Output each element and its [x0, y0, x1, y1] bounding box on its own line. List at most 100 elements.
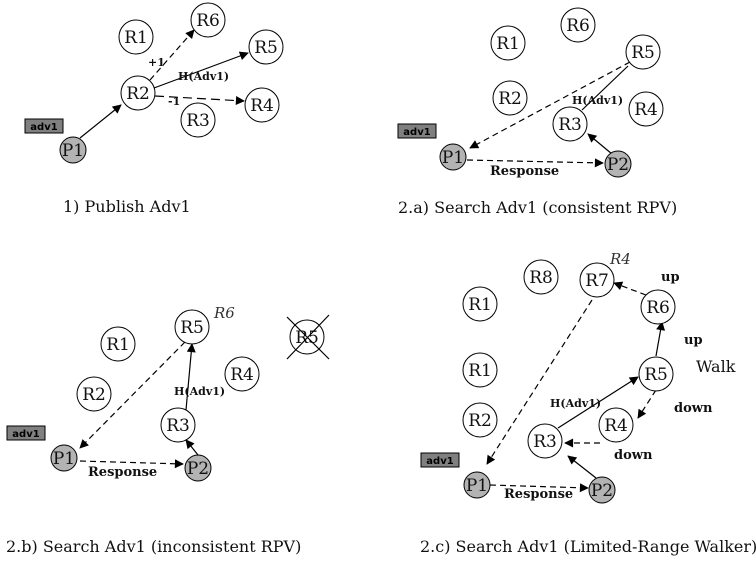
edge-response — [79, 459, 184, 469]
response-label: Response — [490, 164, 559, 179]
edge-r2-r4 — [154, 95, 245, 106]
adv-box — [6, 425, 46, 441]
adv-box — [24, 118, 64, 134]
response-label: Response — [88, 465, 157, 480]
node-p1 — [50, 444, 78, 472]
edge-p1-r5 — [469, 61, 631, 149]
edge-r3-r5 — [557, 376, 639, 429]
node-label: R5 — [631, 43, 655, 63]
caption-consistent: 2.a) Search Adv1 (consistent RPV) — [398, 198, 677, 217]
node-r6 — [640, 289, 676, 325]
panel-walker: R8 R7 R4 R6 R1 R1 R5 R2 R4 R3 P1 P2 adv1… — [420, 250, 756, 556]
r6-italic-label: R6 — [213, 304, 235, 322]
node-label: P2 — [591, 481, 613, 501]
node-label: R2 — [82, 385, 106, 405]
edge-response — [466, 158, 604, 168]
node-r5 — [174, 309, 210, 345]
r4-italic-label: R4 — [609, 250, 631, 268]
node-r6 — [560, 7, 596, 43]
node-label: R4 — [250, 96, 274, 116]
panel-consistent: R1 R6 R5 R2 R4 R3 P1 P2 adv1 H(Adv1) Res… — [397, 7, 677, 217]
node-label: R3 — [558, 115, 582, 135]
down-label: down — [614, 448, 653, 463]
node-label: R1 — [496, 34, 520, 54]
adv-label: adv1 — [426, 456, 453, 467]
node-label: R1 — [468, 361, 492, 381]
up-label: up — [684, 333, 703, 348]
node-label: R7 — [585, 271, 609, 291]
node-r4 — [224, 356, 260, 392]
node-label: P1 — [53, 449, 75, 469]
up-label: up — [661, 270, 680, 285]
edge-label-plus: +1 — [148, 56, 165, 69]
edge-r2-r6 — [149, 29, 195, 81]
node-label: R3 — [186, 111, 210, 131]
cross-line — [286, 316, 330, 360]
node-label: R6 — [566, 16, 590, 36]
node-label: R5 — [254, 38, 278, 58]
node-r3 — [160, 407, 196, 443]
node-label: R2 — [498, 89, 522, 109]
edge-r5-r4 — [637, 389, 657, 419]
caption-publish: 1) Publish Adv1 — [63, 197, 191, 216]
node-r1 — [100, 326, 136, 362]
node-p2 — [604, 150, 632, 178]
node-r8 — [523, 259, 559, 295]
node-r4 — [598, 407, 634, 443]
cross-line — [286, 314, 330, 360]
node-label: P1 — [442, 148, 464, 168]
caption-walker: 2.c) Search Adv1 (Limited-Range Walker) — [420, 537, 756, 556]
node-r5 — [248, 29, 284, 65]
caption-inconsistent: 2.b) Search Adv1 (inconsistent RPV) — [6, 537, 301, 556]
edge-r3-r5 — [185, 343, 196, 411]
node-r4 — [628, 91, 664, 127]
node-label: P2 — [607, 155, 629, 175]
node-r4 — [244, 87, 280, 123]
node-r1-b — [462, 352, 498, 388]
node-r5 — [638, 356, 674, 392]
node-label: R4 — [230, 365, 254, 385]
edge-p2-r3 — [567, 455, 597, 479]
edge-r2-r5 — [153, 51, 249, 89]
node-p1 — [463, 471, 491, 499]
edge-r3-r5 — [581, 65, 629, 111]
node-label: R6 — [646, 298, 670, 318]
walk-label: Walk — [696, 357, 736, 376]
edge-p1-r2 — [79, 104, 122, 139]
down-label: down — [674, 401, 713, 416]
node-label: R8 — [529, 268, 553, 288]
node-label: R4 — [634, 100, 658, 120]
node-r3 — [552, 106, 588, 142]
node-r3 — [527, 423, 563, 459]
node-r2 — [76, 376, 112, 412]
node-p2 — [184, 454, 212, 482]
edge-label-hash: H(Adv1) — [178, 70, 229, 83]
adv-label: adv1 — [12, 429, 39, 440]
node-label: R2 — [468, 411, 492, 431]
node-r3 — [180, 102, 216, 138]
node-label: R5 — [180, 318, 204, 338]
adv-label: adv1 — [30, 122, 57, 133]
node-label: P1 — [466, 476, 488, 496]
node-p2 — [588, 476, 616, 504]
node-p1 — [439, 143, 467, 171]
node-p1 — [59, 136, 87, 164]
edge-r7-p1 — [486, 299, 593, 465]
node-label: R1 — [106, 335, 130, 355]
node-r2 — [120, 75, 156, 111]
node-label: P2 — [187, 459, 209, 479]
node-r2 — [492, 80, 528, 116]
edge-response — [489, 483, 589, 493]
edge-label-hash: H(Adv1) — [174, 385, 225, 398]
edge-label-hash: H(Adv1) — [572, 94, 623, 107]
panel-inconsistent: R5 R6 R1 R5 R4 R2 R3 P1 P2 adv1 H(Adv1) … — [6, 304, 330, 556]
node-r7 — [579, 262, 615, 298]
adv-label: adv1 — [403, 127, 430, 138]
node-label: R3 — [533, 432, 557, 452]
response-label: Response — [504, 487, 573, 502]
node-r2 — [462, 402, 498, 438]
edge-r6-r7 — [613, 281, 647, 296]
node-label: R4 — [604, 416, 628, 436]
node-label: R6 — [196, 11, 220, 31]
